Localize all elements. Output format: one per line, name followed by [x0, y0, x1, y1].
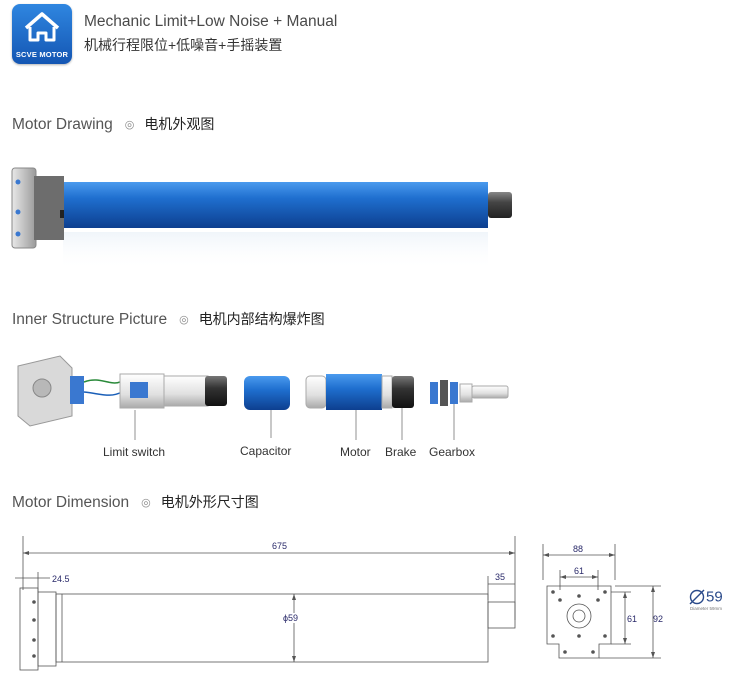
end-plate-hub-inner [572, 609, 586, 623]
page-subtitle: 机械行程限位+低噪音+手摇装置 [84, 37, 283, 53]
section-title-drawing: Motor Drawing ◎ 电机外观图 [12, 114, 214, 134]
diameter-caption: Diameter 59mm [690, 606, 723, 612]
arrow-head [623, 638, 627, 644]
wire [83, 391, 123, 396]
tube-outline [55, 593, 489, 663]
arrow-head [560, 575, 566, 579]
label-capacitor: Capacitor [240, 444, 292, 458]
dim-total-length: 675 [272, 541, 288, 551]
bolt-hole [32, 654, 36, 658]
bolt-hole [603, 634, 607, 638]
arrow-head [292, 594, 296, 600]
limit-switch-core [130, 382, 148, 398]
label-limit-switch: Limit switch [103, 445, 166, 459]
section-title-dimension: Motor Dimension ◎ 电机外形尺寸图 [12, 492, 259, 512]
tube-reflection [63, 232, 488, 270]
arrow-head [592, 575, 598, 579]
circle-mark-icon: ◎ [141, 497, 151, 510]
exploded-head-hub [32, 378, 52, 398]
section-title-cn: 电机外形尺寸图 [160, 494, 259, 510]
arrow-head [23, 551, 29, 555]
section-title-en: Motor Dimension [12, 494, 130, 511]
dimension-side-view [15, 536, 516, 671]
diameter-badge: 59 Diameter 59mm [688, 588, 736, 611]
bolt-hole [577, 594, 581, 598]
shaft-outline [487, 601, 516, 629]
head-bolt [15, 231, 21, 237]
gearbox-shaft [471, 385, 509, 399]
head-body-outline [37, 591, 57, 667]
bolt-hole [558, 598, 562, 602]
arrow-head [543, 553, 549, 557]
section-title-en: Motor Drawing [12, 116, 113, 133]
dim-hole-spacing-v: 61 [627, 614, 638, 624]
diameter-value: 59 [706, 588, 723, 606]
bolt-hole [551, 634, 555, 638]
motor-tube [64, 182, 488, 228]
wire [83, 379, 121, 384]
section-title-cn: 电机内部结构爆炸图 [198, 311, 325, 327]
bolt-hole [591, 650, 595, 654]
house-icon [24, 12, 60, 42]
motor-head-body [34, 176, 64, 240]
arrow-head [609, 553, 615, 557]
dim-head-height: 92 [653, 614, 664, 624]
label-motor: Motor [340, 445, 371, 459]
circle-mark-icon: ◎ [179, 314, 189, 327]
dimension-end-view [542, 544, 661, 659]
bolt-hole [596, 598, 600, 602]
gearbox-gear [440, 380, 448, 406]
arrow-head [292, 656, 296, 662]
bolt-hole [32, 638, 36, 642]
capacitor-part [244, 376, 290, 410]
brand-logo: SCVE MOTOR [12, 4, 72, 64]
circle-mark-icon: ◎ [124, 119, 135, 132]
dim-tail-length: 35 [495, 572, 506, 582]
bolt-hole [551, 590, 555, 594]
page-title: Mechanic Limit+Low Noise + Manual [84, 13, 338, 30]
exploded-head-ring [70, 376, 84, 404]
motor-shaft [488, 192, 512, 218]
motor-drawing [11, 167, 512, 270]
limit-switch-end [205, 376, 227, 406]
arrow-head [651, 586, 655, 592]
gearbox-gear [430, 382, 438, 404]
label-gearbox: Gearbox [429, 445, 476, 459]
arrow-head [623, 592, 627, 598]
arrow-head [651, 652, 655, 658]
brake-ring [381, 375, 393, 409]
dim-head-width: 88 [573, 544, 584, 554]
label-brake: Brake [385, 445, 417, 459]
bolt-hole [32, 618, 36, 622]
bolt-hole [603, 590, 607, 594]
exploded-view [17, 355, 509, 440]
section-title-inner: Inner Structure Picture ◎ 电机内部结构爆炸图 [12, 309, 325, 329]
bolt-hole [577, 634, 581, 638]
gearbox-housing [459, 383, 473, 403]
head-bolt [15, 209, 21, 215]
logo-text: SCVE MOTOR [15, 50, 69, 59]
arrow-head [509, 551, 515, 555]
section-title-cn: 电机外观图 [144, 116, 215, 132]
motor-part [326, 374, 382, 410]
brake-part [392, 376, 414, 408]
head-bolt [15, 179, 21, 185]
end-plate-hub [566, 603, 592, 629]
dim-hole-spacing-h: 61 [574, 566, 585, 576]
dim-tube-diameter: ϕ59 [283, 613, 299, 623]
dim-head-offset: 24.5 [52, 574, 70, 584]
bolt-hole [32, 600, 36, 604]
diameter-icon [689, 589, 705, 605]
gearbox-gear [450, 382, 458, 404]
motor-endcap [305, 375, 327, 409]
head-plate-outline [19, 587, 39, 671]
bolt-hole [563, 650, 567, 654]
motor-head-plate [11, 167, 37, 249]
limit-switch-sleeve [163, 375, 209, 407]
section-title-en: Inner Structure Picture [12, 311, 168, 328]
